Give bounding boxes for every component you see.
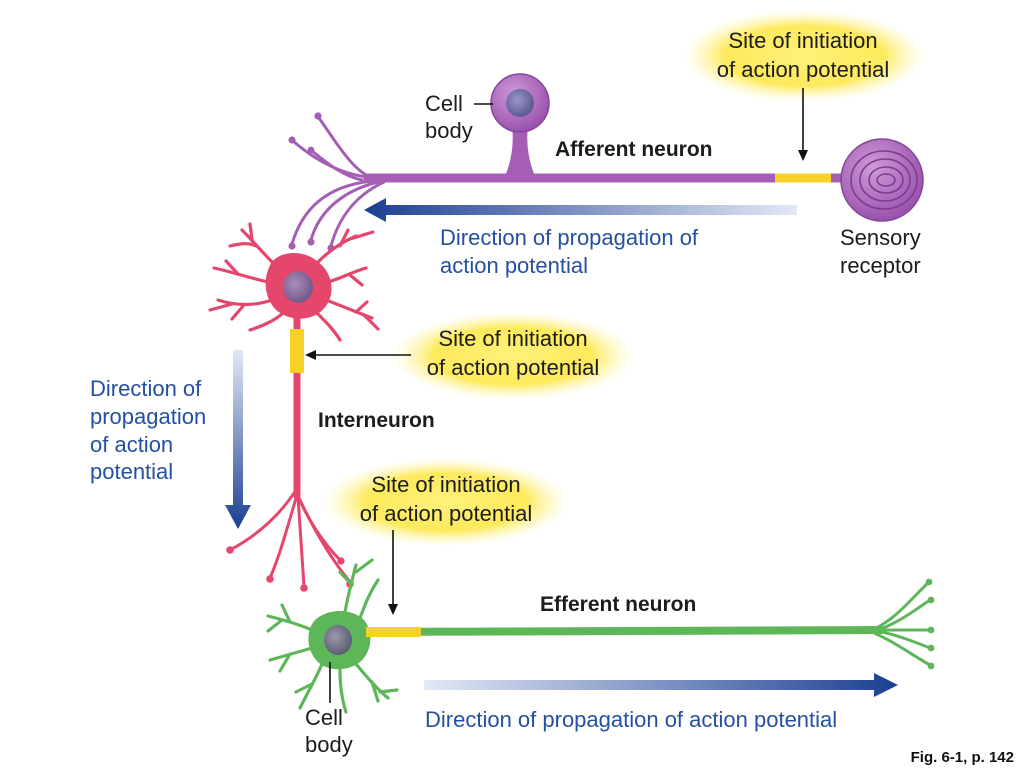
- afferent-direction-arrow: [364, 198, 797, 222]
- afferent-initiation-pointer: [798, 88, 808, 161]
- efferent-neuron: [266, 558, 935, 714]
- interneuron-direction-label-line2: propagation: [90, 404, 206, 429]
- afferent-title: Afferent neuron: [555, 138, 713, 161]
- efferent-axon: [360, 626, 886, 636]
- efferent-title: Efferent neuron: [540, 593, 696, 616]
- interneuron-nucleus: [283, 271, 313, 303]
- afferent-terminal-bulbs: [288, 112, 335, 252]
- afferent-initiation-segment: [775, 173, 831, 183]
- efferent-cell-body-label-line1: Cell: [305, 705, 343, 730]
- initiation-glow-efferent: [322, 458, 570, 546]
- interneuron-direction-label-line3: of action: [90, 432, 173, 457]
- efferent-initiation-label-line2: of action potential: [360, 501, 532, 526]
- interneuron-direction-label-line4: potential: [90, 459, 173, 484]
- afferent-cell-stalk: [506, 126, 534, 174]
- afferent-initiation-label-line1: Site of initiation: [728, 28, 877, 53]
- interneuron-initiation-label-line1: Site of initiation: [438, 326, 587, 351]
- receptor-label-line1: Sensory: [840, 225, 921, 250]
- afferent-nucleus: [506, 89, 534, 117]
- initiation-glow-interneuron: [391, 312, 635, 400]
- efferent-direction-label: Direction of propagation of action poten…: [425, 707, 837, 732]
- interneuron-direction-arrow: [225, 350, 251, 529]
- afferent-cell-body-label-line1: Cell: [425, 91, 463, 116]
- sensory-receptor: [840, 138, 924, 222]
- efferent-initiation-segment: [366, 627, 421, 637]
- interneuron-direction-label-line1: Direction of: [90, 376, 202, 401]
- interneuron-dendrites: [208, 222, 380, 342]
- afferent-direction-label-line2: action potential: [440, 253, 588, 278]
- receptor-label-line2: receptor: [840, 253, 921, 278]
- afferent-neuron: [288, 73, 924, 252]
- efferent-initiation-label-line1: Site of initiation: [371, 472, 520, 497]
- interneuron: [208, 222, 380, 592]
- interneuron-initiation-pointer: [305, 350, 411, 360]
- efferent-axon-terminals: [870, 581, 932, 667]
- efferent-cell-body-label-line2: body: [305, 732, 353, 757]
- figure-caption: Fig. 6-1, p. 142: [911, 749, 1014, 766]
- efferent-terminal-bulbs: [925, 578, 935, 670]
- efferent-direction-arrow: [424, 673, 898, 697]
- afferent-direction-label-line1: Direction of propagation of: [440, 225, 699, 250]
- initiation-glow-afferent: [682, 10, 926, 102]
- afferent-initiation-label-line2: of action potential: [717, 57, 889, 82]
- interneuron-initiation-label-line2: of action potential: [427, 355, 599, 380]
- efferent-dendrites: [266, 558, 399, 714]
- interneuron-initiation-segment: [290, 329, 304, 373]
- efferent-nucleus: [324, 625, 352, 655]
- efferent-initiation-pointer: [388, 530, 398, 615]
- interneuron-title: Interneuron: [318, 409, 435, 432]
- afferent-cell-body-label-line2: body: [425, 118, 473, 143]
